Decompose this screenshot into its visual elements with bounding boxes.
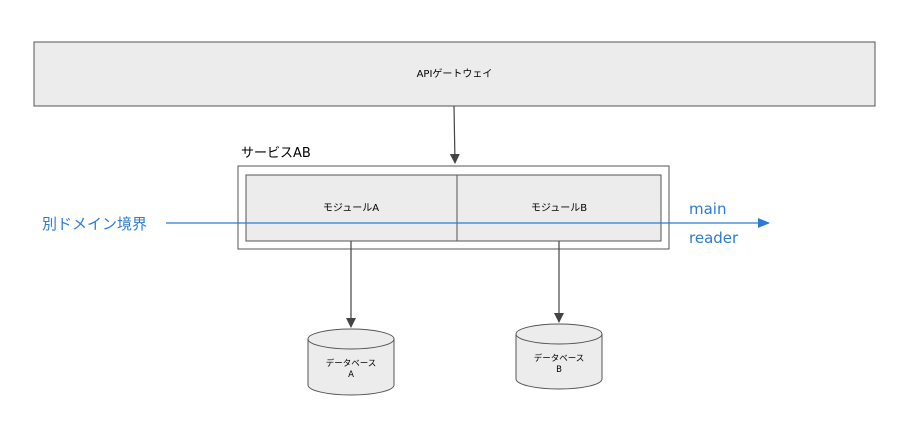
module-b-label: モジュールB	[531, 203, 587, 214]
service-title: サービスAB	[241, 146, 311, 161]
module-b-box	[456, 174, 662, 242]
module-a-box	[245, 174, 458, 242]
gateway-to-service-arrow	[449, 105, 460, 164]
database-b-label-line1: データベース	[534, 353, 585, 364]
api-gateway-box	[33, 41, 876, 107]
database-b-icon	[515, 323, 603, 390]
database-a-label-line1: データベース	[326, 358, 377, 369]
boundary-label: 別ドメイン境界	[42, 215, 147, 233]
database-b-label-line2: B	[556, 365, 562, 375]
database-a-label-line2: A	[348, 370, 354, 380]
module-a-label: モジュールA	[323, 203, 379, 214]
database-a-icon	[307, 328, 395, 396]
boundary-right-label-reader: reader	[689, 229, 739, 247]
boundary-right-label-main: main	[689, 200, 726, 218]
api-gateway-label: APIゲートウェイ	[417, 68, 493, 80]
